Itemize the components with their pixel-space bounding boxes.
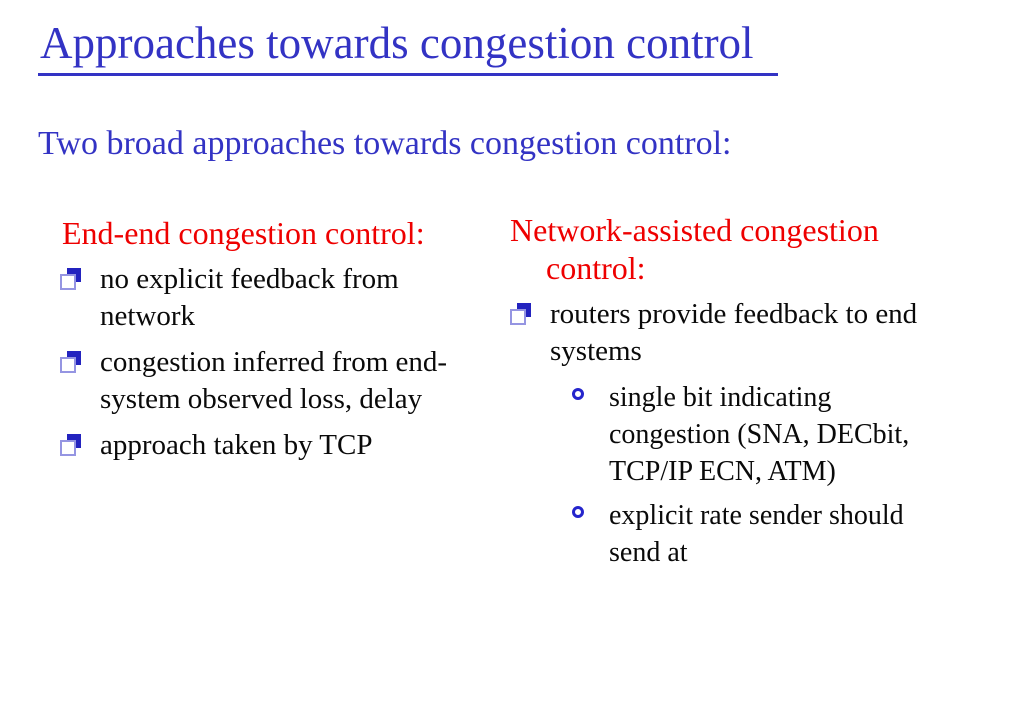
left-column-heading: End-end congestion control: <box>62 215 425 251</box>
bullet-text: approach taken by TCP <box>100 429 373 461</box>
list-item: approach taken by TCP <box>60 427 492 464</box>
sub-bullet-text: explicit rate sender should send at <box>609 500 904 568</box>
circle-bullet-icon <box>572 506 584 518</box>
square-bullet-icon <box>510 303 532 325</box>
page-title: Approaches towards congestion control <box>38 18 778 76</box>
bullet-text: routers provide feedback to end systems <box>550 298 918 367</box>
bullet-text: congestion inferred from end- system obs… <box>100 346 448 415</box>
intro-text: Two broad approaches towards congestion … <box>38 125 732 162</box>
list-item: no explicit feedback from network <box>60 261 492 335</box>
sub-bullet-text: single bit indicating congestion (SNA, D… <box>609 382 910 487</box>
square-bullet-icon <box>60 434 82 456</box>
sub-list-item: single bit indicating congestion (SNA, D… <box>572 379 960 490</box>
list-item: congestion inferred from end- system obs… <box>60 344 492 418</box>
square-bullet-icon <box>60 351 82 373</box>
circle-bullet-icon <box>572 388 584 400</box>
sub-list-item: explicit rate sender should send at <box>572 497 960 571</box>
right-column-heading: Network-assisted congestion control: <box>510 212 879 286</box>
bullet-text: no explicit feedback from network <box>100 263 399 332</box>
square-bullet-icon <box>60 268 82 290</box>
slide-header: Approaches towards congestion control <box>38 18 778 76</box>
right-column: Network-assisted congestion control: rou… <box>510 211 960 578</box>
left-column: End-end congestion control: no explicit … <box>60 214 492 473</box>
list-item: routers provide feedback to end systems <box>510 296 960 370</box>
